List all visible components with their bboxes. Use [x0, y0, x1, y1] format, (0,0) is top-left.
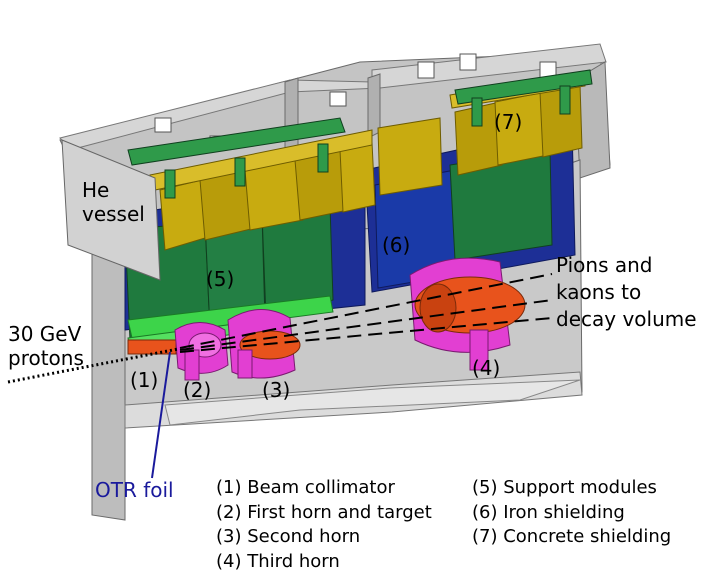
label-3: (3)	[262, 378, 291, 402]
label-6: (6)	[382, 233, 411, 257]
support-post	[317, 143, 329, 173]
legend-item: (2) First horn and target	[216, 501, 432, 523]
support-top-bar-2	[454, 69, 593, 105]
vessel-window	[154, 117, 172, 133]
protons-label: 30 GeV protons	[8, 322, 84, 370]
otr-foil-label: OTR foil	[95, 478, 174, 502]
legend-left: (1) Beam collimator (2) First horn and t…	[216, 476, 432, 574]
first-horn-pipe	[184, 349, 200, 381]
label-7: (7)	[494, 110, 523, 134]
beam-collimator	[127, 339, 177, 355]
legend-item: (3) Second horn	[216, 526, 361, 547]
concrete-block	[377, 117, 443, 196]
legend-item: (1) Beam collimator	[216, 477, 395, 498]
proton-beam-line	[7, 347, 179, 384]
vessel-base-ledge	[164, 379, 581, 426]
vessel-window	[459, 53, 477, 71]
legend-right: (5) Support modules (6) Iron shielding (…	[472, 476, 671, 550]
third-horn-conductor-end	[419, 283, 457, 333]
pions-label: Pions and kaons to decay volume	[556, 253, 697, 331]
label-1: (1)	[130, 368, 159, 392]
legend-item: (4) Third horn	[216, 550, 340, 572]
support-post	[234, 157, 246, 187]
label-5: (5)	[206, 267, 235, 291]
label-2: (2)	[183, 378, 212, 402]
support-post	[471, 97, 483, 127]
legend-item: (6) Iron shielding	[472, 501, 625, 523]
concrete-block	[339, 141, 376, 213]
legend-item: (7) Concrete shielding	[472, 526, 672, 547]
concrete-block	[454, 101, 503, 176]
legend-item: (5) Support modules	[472, 477, 657, 498]
third-horn-pipe	[469, 329, 489, 371]
vessel-window	[329, 91, 347, 107]
second-horn-pipe	[237, 349, 253, 379]
vessel-window	[417, 61, 435, 79]
decay-line-1	[179, 273, 553, 349]
support-post	[559, 85, 571, 115]
support-post	[164, 169, 176, 199]
support-top-bar	[127, 117, 346, 166]
he-vessel-front-face	[61, 139, 161, 281]
otr-pointer	[151, 351, 171, 479]
label-4: (4)	[472, 356, 501, 380]
he-vessel-label: He vessel	[82, 178, 145, 226]
